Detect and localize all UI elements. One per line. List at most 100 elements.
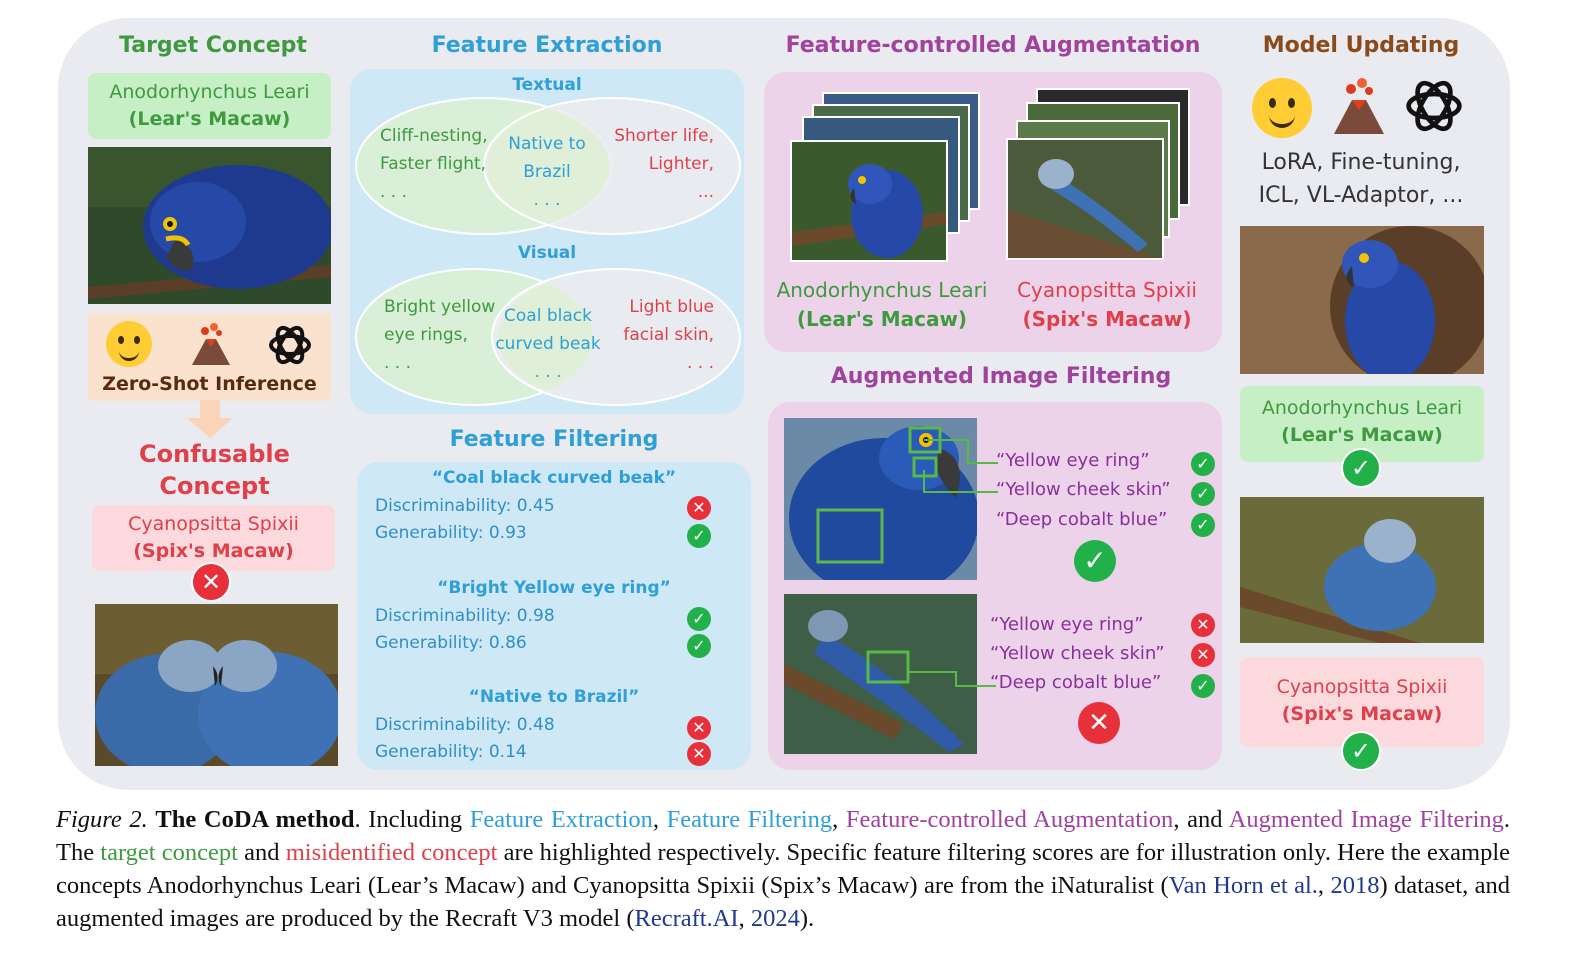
caption-fig-number: Figure 2. [56, 806, 148, 833]
filter-top-photo [784, 418, 977, 580]
zero-shot-label: Zero-Shot Inference [102, 373, 317, 395]
check-icon: ✓ [1191, 482, 1215, 506]
cross-icon: ✕ [687, 716, 711, 740]
target-concept-box: Anodorhynchus Leari (Lear's Macaw) [88, 73, 331, 139]
check-icon: ✓ [1341, 448, 1381, 488]
cross-icon: ✕ [1078, 702, 1120, 744]
top-attr-1: “Yellow eye ring” [996, 450, 1150, 471]
textual-label: Textual [512, 75, 582, 95]
textual-target-features: Cliff-nesting, Faster flight, . . . [380, 126, 488, 202]
visual-label: Visual [517, 243, 577, 263]
check-icon: ✓ [1341, 731, 1381, 771]
spix-macaw-pair-photo [95, 604, 338, 766]
cross-icon: ✕ [1191, 643, 1215, 667]
filter-feature-2-name: “Bright Yellow eye ring” [437, 578, 671, 598]
visual-target-features: Bright yellow eye rings, . . . [384, 297, 496, 373]
visual-shared-features: Coal black curved beak . . . [495, 306, 601, 382]
caption-ref-vanhorn-year[interactable]: 2018 [1330, 872, 1380, 899]
caption-feature-filtering: Feature Filtering [666, 806, 833, 833]
volcano-icon [1334, 78, 1384, 134]
openai-icon [269, 325, 311, 365]
confusable-line2: Concept [159, 472, 270, 500]
feature-extraction-box: Textual Cliff-nesting, Faster flight, . … [350, 69, 744, 414]
caption-ref-recraft-year[interactable]: 2024 [750, 905, 800, 932]
filter-feature-1-name: “Coal black curved beak” [431, 468, 677, 488]
lears-macaw-augmented-photo [790, 140, 948, 262]
feature-controlled-augmentation-title: Feature-controlled Augmentation [785, 33, 1201, 58]
check-icon: ✓ [687, 634, 711, 658]
check-icon: ✓ [1191, 674, 1215, 698]
cross-icon: ✕ [687, 742, 711, 766]
filter-feature-1-gen: Generability: 0.93 [375, 523, 527, 543]
filter-feature-1-disc: Discriminability: 0.45 [375, 496, 555, 516]
caption-ref-recraft[interactable]: Recraft.AI [634, 905, 739, 932]
confusable-concept-title: Confusable Concept [88, 438, 341, 502]
top-attr-3: “Deep cobalt blue” [996, 509, 1168, 530]
check-icon: ✓ [687, 607, 711, 631]
textual-confusable-features: Shorter life, Lighter, ... [614, 126, 714, 202]
aug-misid-name: Cyanopsitta Spixii [1017, 278, 1197, 302]
hugging-face-icon [1252, 78, 1312, 138]
visual-venn [355, 268, 741, 406]
target-name: Anodorhynchus Leari [109, 81, 310, 103]
cross-icon: ✕ [687, 496, 711, 520]
top-attr-2: “Yellow cheek skin” [996, 479, 1171, 500]
misid-common-name: (Spix's Macaw) [133, 540, 294, 562]
cross-icon: ✕ [191, 562, 231, 602]
check-icon: ✓ [1191, 513, 1215, 537]
augmented-image-filtering-title: Augmented Image Filtering [830, 364, 1172, 389]
target-common-name: (Lear's Macaw) [128, 108, 291, 130]
filter-bottom-photo [784, 594, 977, 754]
caption-image-filtering: Augmented Image Filtering [1228, 806, 1504, 833]
update-misid-name: Cyanopsitta Spixii [1276, 676, 1448, 698]
aug-target-label: Anodorhynchus Leari (Lear's Macaw) [764, 276, 1000, 334]
openai-icon [1406, 80, 1462, 132]
filter-feature-3-disc: Discriminability: 0.48 [375, 715, 555, 735]
textual-venn [355, 97, 741, 235]
caption-ref-vanhorn[interactable]: Van Horn et al. [1168, 872, 1318, 899]
cross-icon: ✕ [1191, 613, 1215, 637]
feature-filtering-title: Feature Filtering [449, 427, 659, 452]
filter-feature-3-gen: Generability: 0.14 [375, 742, 527, 762]
connector-line-bottom [908, 671, 996, 687]
update-misid-common: (Spix's Macaw) [1281, 703, 1443, 725]
augmented-image-filtering-box: “Yellow eye ring” ✓ “Yellow cheek skin” … [768, 402, 1222, 770]
aug-target-common: (Lear's Macaw) [796, 307, 968, 331]
caption-augmentation: Feature-controlled Augmentation [845, 806, 1174, 833]
textual-shared-features: Native to Brazil . . . [508, 134, 586, 210]
misidentified-concept-box: Cyanopsitta Spixii (Spix's Macaw) [92, 505, 335, 571]
aug-misid-common: (Spix's Macaw) [1022, 307, 1192, 331]
volcano-icon [192, 323, 230, 365]
spix-macaw-augmented-photo [1006, 138, 1164, 260]
update-misid-photo [1240, 497, 1484, 643]
update-target-name: Anodorhynchus Leari [1261, 397, 1463, 419]
update-target-photo [1240, 226, 1484, 374]
caption-misidentified-concept: misidentified concept [285, 839, 498, 866]
augmentation-box: Anodorhynchus Leari (Lear's Macaw) Cyano… [764, 72, 1222, 352]
update-target-common: (Lear's Macaw) [1281, 424, 1443, 446]
confusable-line1: Confusable [139, 440, 290, 468]
bottom-attr-2: “Yellow cheek skin” [990, 643, 1165, 664]
target-concept-title: Target Concept [119, 33, 307, 58]
visual-confusable-features: Light blue facial skin, . . . [623, 297, 714, 373]
filter-feature-3-name: “Native to Brazil” [468, 687, 640, 707]
filter-feature-2-disc: Discriminability: 0.98 [375, 606, 555, 626]
model-updating-title: Model Updating [1262, 33, 1460, 58]
check-icon: ✓ [1074, 540, 1116, 582]
filter-feature-2-gen: Generability: 0.86 [375, 633, 527, 653]
feature-extraction-title: Feature Extraction [431, 33, 663, 58]
bottom-attr-3: “Deep cobalt blue” [990, 672, 1162, 693]
aug-misid-label: Cyanopsitta Spixii (Spix's Macaw) [992, 276, 1222, 334]
lears-macaw-photo [88, 147, 331, 304]
misid-name: Cyanopsitta Spixii [128, 513, 299, 535]
aug-target-name: Anodorhynchus Leari [776, 278, 988, 302]
feature-filtering-box: “Coal black curved beak” Discriminabilit… [357, 462, 751, 770]
caption-target-concept: target concept [100, 839, 238, 866]
update-methods: LoRA, Fine-tuning, ICL, VL-Adaptor, ... [1258, 150, 1464, 208]
hugging-face-icon [106, 321, 152, 367]
caption-feature-extraction: Feature Extraction [469, 806, 653, 833]
zero-shot-box: Zero-Shot Inference [88, 313, 331, 401]
figure-caption: Figure 2. The CoDA method. Including Fea… [56, 806, 1511, 932]
caption-method-name: The CoDA method [155, 806, 355, 833]
down-arrow-icon [187, 400, 233, 438]
